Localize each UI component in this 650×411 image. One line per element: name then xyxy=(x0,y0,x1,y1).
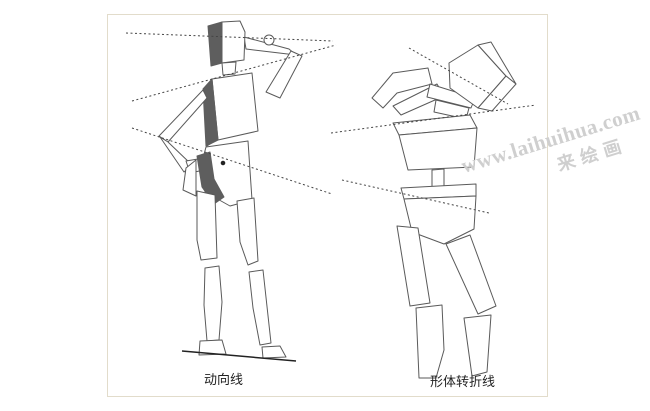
left-figure-raised-arm xyxy=(243,34,303,99)
left-figure-torso xyxy=(202,72,259,147)
right-figure-torso xyxy=(392,114,478,194)
left-figure-head xyxy=(207,20,246,76)
left-figure-leg-1 xyxy=(196,190,227,356)
left-mannequin xyxy=(158,20,303,362)
left-figure-ground-line xyxy=(181,350,297,362)
motion-line-torso xyxy=(131,44,337,102)
right-mannequin xyxy=(371,41,517,379)
turning-line-torso xyxy=(330,104,537,134)
right-figure-leg-1 xyxy=(396,225,445,379)
motion-line-shoulder xyxy=(125,32,334,42)
right-figure-turning-lines xyxy=(330,47,537,214)
turning-line-head xyxy=(408,47,509,105)
caption-form-turning-line: 形体转折线 xyxy=(430,375,496,390)
left-figure-pelvis xyxy=(182,140,253,207)
left-figure-motion-lines xyxy=(125,32,337,195)
motion-line-hip xyxy=(131,127,333,195)
right-figure-head xyxy=(448,41,517,112)
left-figure-leg-2 xyxy=(236,197,287,359)
right-figure-pelvis xyxy=(400,183,477,245)
caption-motion-line: 动向线 xyxy=(204,373,244,388)
picture-frame xyxy=(107,14,548,397)
right-figure-leg-2 xyxy=(445,234,497,377)
